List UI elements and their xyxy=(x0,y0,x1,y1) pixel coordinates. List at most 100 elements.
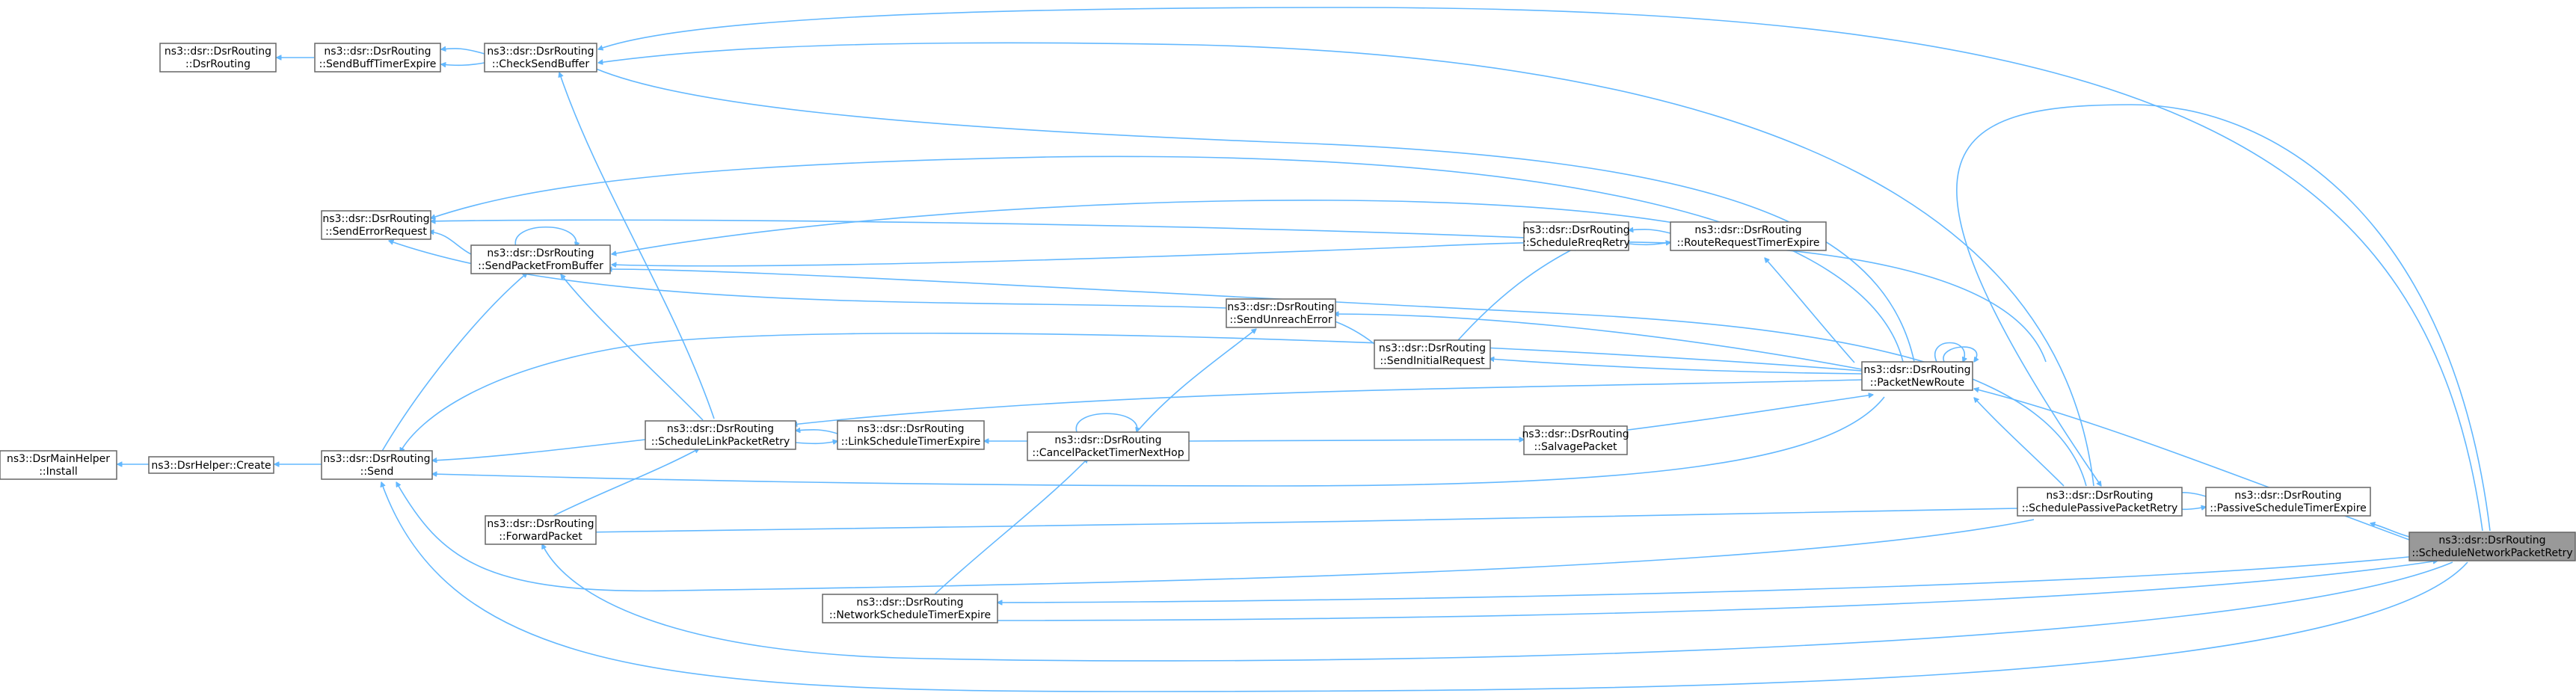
node-send[interactable]: ns3::dsr::DsrRouting ::Send xyxy=(321,450,433,480)
edge-schedulenetworkpacketretry-to-passivescheduletimerexpire xyxy=(2370,523,2410,538)
node-schedulelinkpacketretry[interactable]: ns3::dsr::DsrRouting ::ScheduleLinkPacke… xyxy=(645,420,796,450)
node-label-line1: ns3::dsr::DsrRouting xyxy=(322,213,429,225)
edge-cancelpackettimernexthop-self xyxy=(1075,413,1137,432)
edge-schedulelinkpacketretry-to-sendpacketfrombuffer xyxy=(561,274,704,421)
edge-schedulenetworkpacketretry-to-send xyxy=(381,482,2468,692)
node-label-line1: ns3::dsr::DsrRouting xyxy=(857,423,964,435)
node-label-line1: ns3::dsr::DsrRouting xyxy=(1863,364,1970,376)
edge-salvagepacket-to-packetnewroute xyxy=(1598,395,1873,434)
node-label-line1: ns3::dsr::DsrRouting xyxy=(2046,490,2153,502)
node-routerequesttimerexpire[interactable]: ns3::dsr::DsrRouting ::RouteRequestTimer… xyxy=(1670,221,1827,251)
edge-cancelpackettimernexthop-to-sendunreacherror xyxy=(1136,329,1256,433)
node-label-line1: ns3::dsr::DsrRouting xyxy=(487,518,594,530)
edge-packetnewroute-to-sendinitialrequest xyxy=(1490,359,1863,375)
nodes-layer: ns3::DsrMainHelper ::Install ns3::DsrHel… xyxy=(0,43,2576,623)
node-label-line1: ns3::dsr::DsrRouting xyxy=(1227,301,1334,313)
edge-sendpacketfrombuffer-to-senderrorrequest xyxy=(429,232,472,255)
edge-linkscheduletimerexpire-to-schedulelinkpacketretry-a xyxy=(796,430,838,434)
node-label-line1: ns3::dsr::DsrRouting xyxy=(487,46,594,58)
node-linkscheduletimerexpire[interactable]: ns3::dsr::DsrRouting ::LinkScheduleTimer… xyxy=(837,420,985,450)
edge-schedulelinkpacketretry-to-send xyxy=(432,439,646,461)
node-label-line2: ::PacketNewRoute xyxy=(1870,377,1964,389)
edge-packetnewroute-self-b xyxy=(1943,346,1977,362)
node-label-line1: ns3::dsr::DsrRouting xyxy=(2234,490,2341,502)
node-label-line1: ns3::dsr::DsrRouting xyxy=(487,247,594,259)
node-label-line2: ::ScheduleRreqRetry xyxy=(1522,237,1630,249)
node-dsrhelper-create[interactable]: ns3::DsrHelper::Create xyxy=(148,456,274,474)
edge-sendinitialrequest-to-schedulerreqretry xyxy=(1457,246,1578,341)
node-salvagepacket[interactable]: ns3::dsr::DsrRouting ::SalvagePacket xyxy=(1522,425,1629,455)
edge-send-to-sendpacketfrombuffer xyxy=(381,273,527,453)
node-label-line1: ns3::DsrHelper::Create xyxy=(151,460,271,472)
node-schedulepassivepacketretry[interactable]: ns3::dsr::DsrRouting ::SchedulePassivePa… xyxy=(2017,487,2183,517)
edge-packetnewroute-self xyxy=(1934,342,1965,363)
node-label-line1: ns3::dsr::DsrRouting xyxy=(2438,535,2545,546)
node-label-line2: ::SchedulePassivePacketRetry xyxy=(2022,502,2178,514)
edge-packetnewroute-to-routerequesttimerexpire xyxy=(1765,258,1855,363)
node-dsrrouting-ctor[interactable]: ns3::dsr::DsrRouting ::DsrRouting xyxy=(159,43,277,73)
edge-forwardpacket-to-schedulelinkpacketretry xyxy=(553,449,699,517)
node-networkscheduletimerexpire[interactable]: ns3::dsr::DsrRouting ::NetworkScheduleTi… xyxy=(822,594,998,623)
node-label-line1: ns3::dsr::DsrRouting xyxy=(324,46,431,58)
node-label-line1: ns3::dsr::DsrRouting xyxy=(667,423,774,435)
node-sendinitialrequest[interactable]: ns3::dsr::DsrRouting ::SendInitialReques… xyxy=(1374,339,1491,369)
edge-schedulepassivepacketretry-to-sendpacketfrombuffer xyxy=(607,269,2087,487)
edge-schedulepassivepacketretry-to-checksendbuffer xyxy=(598,42,2094,487)
edge-routerequesttimerexpire-to-schedulerreqretry-a xyxy=(1629,230,1671,234)
node-label-line2: ::ScheduleLinkPacketRetry xyxy=(651,436,790,448)
edge-routerequesttimerexpire-to-sendpacketfrombuffer xyxy=(612,200,1683,254)
edge-schedulepassivepacketretry-to-packetnewroute xyxy=(1974,398,2065,487)
node-label-line1: ns3::dsr::DsrRouting xyxy=(165,46,271,58)
edge-packetnewroute-to-send-b xyxy=(400,332,1863,452)
edge-cancelpackettimernexthop-to-salvagepacket xyxy=(1188,440,1524,441)
edge-networkscheduletimerexpire-to-cancelpackettimernexthop xyxy=(934,458,1088,595)
node-schedulenetworkpacketretry[interactable]: ns3::dsr::DsrRouting ::ScheduleNetworkPa… xyxy=(2409,532,2576,561)
edge-schedulenetworkpacketretry-to-schedulepassivepacketretry xyxy=(1956,104,2491,532)
node-label-line2: ::SendBuffTimerExpire xyxy=(319,58,437,70)
node-sendbufftimerexpire[interactable]: ns3::dsr::DsrRouting ::SendBuffTimerExpi… xyxy=(314,43,441,73)
edge-linkscheduletimerexpire-to-schedulelinkpacketretry-b xyxy=(795,441,837,443)
node-label-line2: ::DsrRouting xyxy=(185,58,250,70)
node-label-line2: ::Send xyxy=(360,466,394,478)
node-label-line2: ::Install xyxy=(39,466,78,478)
node-label-line2: ::ScheduleNetworkPacketRetry xyxy=(2411,547,2572,559)
node-label-line2: ::SendInitialRequest xyxy=(1380,355,1485,367)
node-label-line1: ns3::dsr::DsrRouting xyxy=(323,453,430,465)
node-label-line2: ::SendPacketFromBuffer xyxy=(478,260,603,272)
edge-schedulepassivepacketretry-to-forwardpacket xyxy=(583,508,2018,532)
edge-schedulenetworkpacketretry-to-networkscheduletimerexpire-a xyxy=(997,554,2431,603)
node-sendunreacherror[interactable]: ns3::dsr::DsrRouting ::SendUnreachError xyxy=(1226,298,1336,328)
node-forwardpacket[interactable]: ns3::dsr::DsrRouting ::ForwardPacket xyxy=(485,515,597,545)
node-packetnewroute[interactable]: ns3::dsr::DsrRouting ::PacketNewRoute xyxy=(1861,361,1973,391)
edge-packetnewroute-to-schedulelinkpacketretry xyxy=(793,379,1863,425)
edge-checksendbuffer-to-sendbufftimerexpire-a xyxy=(441,49,485,55)
node-label-line2: ::CheckSendBuffer xyxy=(492,58,589,70)
node-cancelpackettimernexthop[interactable]: ns3::dsr::DsrRouting ::CancelPacketTimer… xyxy=(1027,431,1190,461)
node-label-line2: ::SendUnreachError xyxy=(1229,314,1332,326)
node-label-line2: ::LinkScheduleTimerExpire xyxy=(841,436,980,448)
node-passivescheduletimerexpire[interactable]: ns3::dsr::DsrRouting ::PassiveScheduleTi… xyxy=(2205,487,2371,517)
node-label-line1: ns3::dsr::DsrRouting xyxy=(1379,342,1486,354)
edges-layer xyxy=(117,7,2491,692)
node-label-line1: ns3::dsr::DsrRouting xyxy=(1522,428,1629,440)
node-label-line2: ::PassiveScheduleTimerExpire xyxy=(2210,502,2367,514)
edge-packetnewroute-to-sendpacketfrombuffer xyxy=(612,241,2047,363)
node-schedulerreqretry[interactable]: ns3::dsr::DsrRouting ::ScheduleRreqRetry xyxy=(1522,221,1630,251)
node-checksendbuffer[interactable]: ns3::dsr::DsrRouting ::CheckSendBuffer xyxy=(484,43,597,73)
node-label-line1: ns3::dsr::DsrRouting xyxy=(1522,224,1629,236)
edge-checksendbuffer-to-sendbufftimerexpire-b xyxy=(441,63,485,65)
node-label-line1: ns3::dsr::DsrRouting xyxy=(1694,224,1801,236)
edge-packetnewroute-to-senderrorrequest xyxy=(431,155,1904,363)
node-label-line2: ::NetworkScheduleTimerExpire xyxy=(829,609,991,621)
edge-schedulenetworkpacketretry-to-forwardpacket xyxy=(542,544,2453,662)
node-sendpacketfrombuffer[interactable]: ns3::dsr::DsrRouting ::SendPacketFromBuf… xyxy=(470,244,611,274)
node-label-line2: ::ForwardPacket xyxy=(499,531,582,543)
node-senderrorrequest[interactable]: ns3::dsr::DsrRouting ::SendErrorRequest xyxy=(321,210,431,240)
node-label-line2: ::SendErrorRequest xyxy=(325,226,427,238)
node-label-line1: ns3::dsr::DsrRouting xyxy=(1054,434,1161,446)
edge-schedulenetworkpacketretry-to-packetnewroute xyxy=(1974,389,2410,541)
node-label-line2: ::CancelPacketTimerNextHop xyxy=(1032,447,1184,459)
node-dsrmainhelper-install[interactable]: ns3::DsrMainHelper ::Install xyxy=(0,450,117,480)
node-label-line2: ::RouteRequestTimerExpire xyxy=(1677,237,1820,249)
